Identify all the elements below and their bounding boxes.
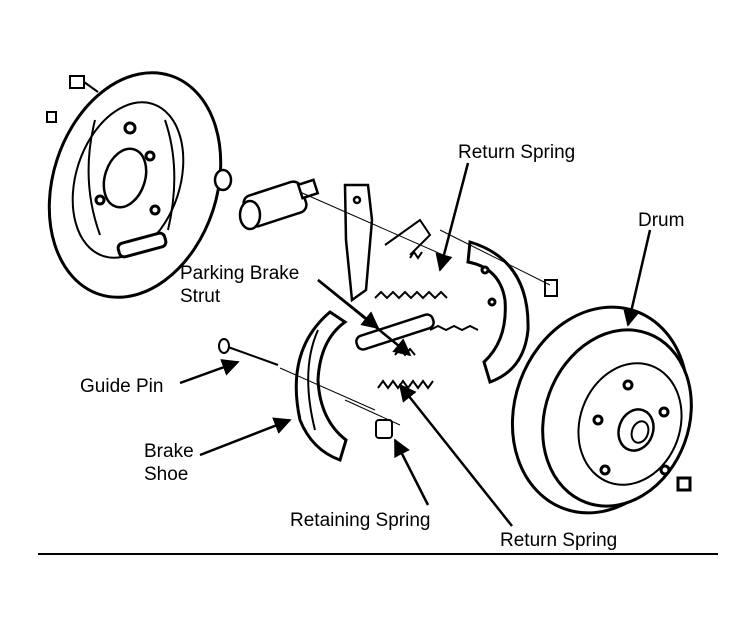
rear-brake-shoe [466,240,530,384]
parking-brake-lever [343,183,374,303]
backing-plate [47,71,223,299]
divider-line [38,553,718,555]
label-return-spring-bottom: Return Spring [500,530,618,551]
arrow-strut-2 [317,279,412,357]
adjuster-lever [384,218,432,256]
front-brake-shoe [294,310,348,462]
arrow-drum [623,229,652,327]
label-shoe: Shoe [144,464,189,485]
parking-brake-strut [355,313,479,351]
guide-pin [218,338,279,366]
label-retaining-spring: Retaining Spring [290,510,431,531]
label-drum: Drum [638,210,685,231]
label-parking-brake: Parking Brake [180,263,300,284]
arrow-return-spring-bottom [398,383,513,527]
leader-arrows [179,162,652,527]
brake-drum [510,305,693,515]
lower-return-spring [377,347,434,390]
label-brake: Brake [144,441,194,462]
wheel-cylinder [213,168,320,231]
arrow-retaining-spring [393,438,430,506]
label-return-spring-top: Return Spring [458,142,576,163]
label-strut: Strut [180,286,221,307]
label-guide-pin: Guide Pin [80,376,164,397]
bleeder-bolt [46,75,99,123]
arrow-brake-shoe [199,417,292,457]
hold-down-hardware [375,279,558,439]
arrow-return-spring-top [435,162,470,272]
upper-return-spring [374,250,448,300]
arrow-guide-pin [179,359,240,385]
alignment-lines [279,191,551,426]
